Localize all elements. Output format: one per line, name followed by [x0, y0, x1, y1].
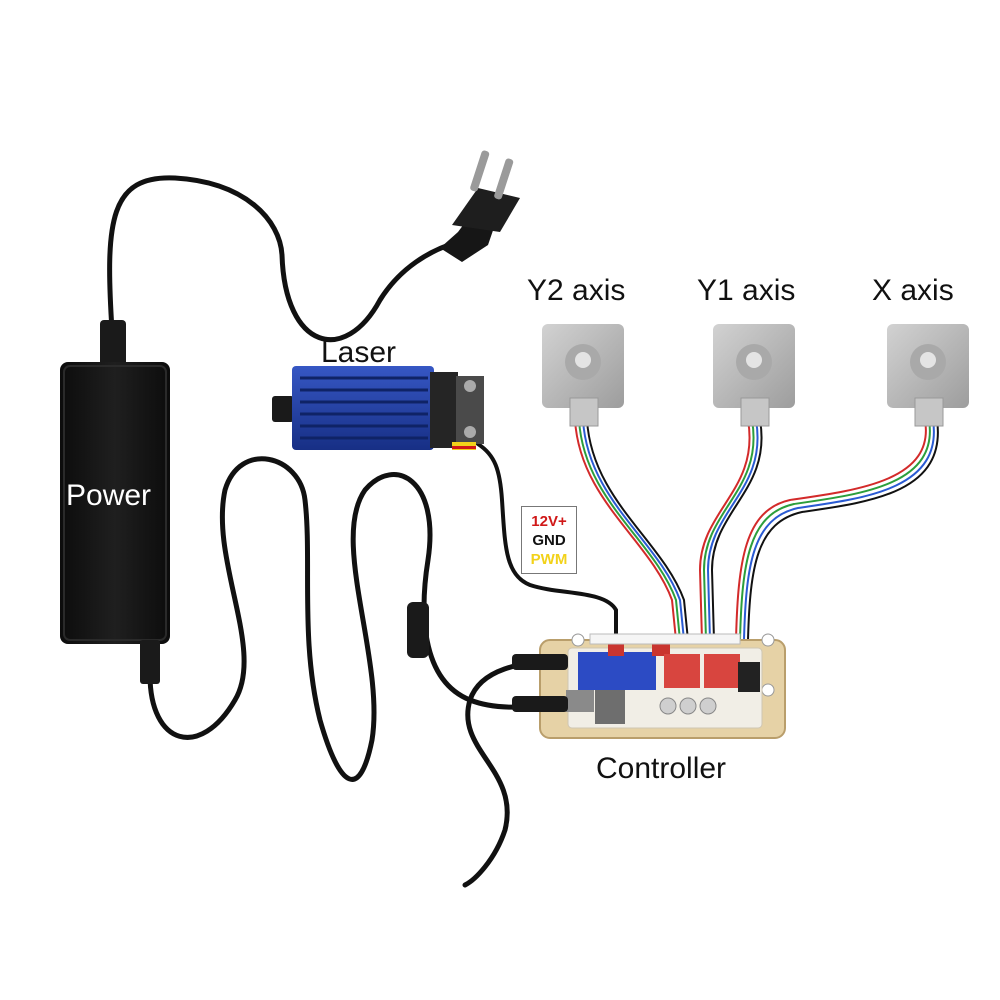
laser-cable — [476, 442, 618, 640]
cables — [107, 175, 618, 888]
motor-wires — [574, 419, 939, 641]
y1-axis-label: Y1 axis — [697, 274, 796, 307]
ferrite-bead — [407, 602, 429, 658]
power-adapter — [60, 320, 170, 684]
motor-y2 — [542, 324, 624, 427]
pin-gnd-label: GND — [532, 531, 566, 549]
y2-axis-label: Y2 axis — [527, 274, 626, 307]
dc-cable — [147, 456, 563, 782]
output-cable — [462, 659, 569, 888]
pin-12v-label: 12V+ — [531, 512, 567, 530]
motor-x — [887, 324, 969, 427]
motor-y1 — [713, 324, 795, 427]
power-label: Power — [66, 479, 152, 512]
ac-cord — [107, 175, 461, 342]
x-axis-label: X axis — [872, 274, 954, 307]
pin-pwm-label: PWM — [530, 550, 568, 568]
laser-pin-legend: 12V+ GND PWM — [521, 506, 577, 574]
controller-label: Controller — [596, 752, 727, 785]
wall-plug — [440, 150, 520, 262]
laser-label: Laser — [321, 336, 397, 369]
laser-module — [272, 366, 484, 450]
controller-board — [512, 633, 786, 739]
